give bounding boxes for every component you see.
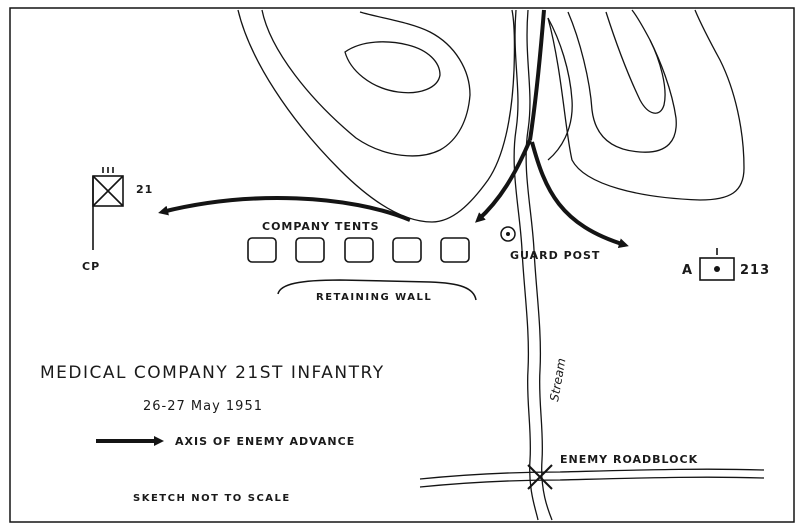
tent xyxy=(295,237,325,263)
roadblock-icon xyxy=(527,464,553,490)
stream-label: Stream xyxy=(547,357,568,402)
stream xyxy=(513,9,553,521)
legend-axis-label: AXIS OF ENEMY ADVANCE xyxy=(175,435,355,448)
cp-unit-label: 21 xyxy=(136,183,153,196)
tent xyxy=(247,237,277,263)
arrow-to-cp xyxy=(158,196,411,222)
cp-label: CP xyxy=(82,260,100,273)
unit-a-letter: A xyxy=(682,263,693,278)
hill-contours-left xyxy=(237,9,516,223)
unit-symbol-icon xyxy=(699,248,735,281)
tent xyxy=(392,237,422,263)
road xyxy=(419,468,765,488)
retaining-wall xyxy=(277,279,477,301)
arrow-to-tents xyxy=(475,139,532,223)
retaining-wall-label: RETAINING WALL xyxy=(316,292,432,303)
map-title: MEDICAL COMPANY 21ST INFANTRY xyxy=(40,363,385,383)
enemy-roadblock-label: ENEMY ROADBLOCK xyxy=(560,453,698,466)
guard-post-icon xyxy=(500,226,516,242)
company-tents xyxy=(247,237,470,263)
scale-note: SKETCH NOT TO SCALE xyxy=(133,493,291,504)
map-border xyxy=(9,7,795,523)
hq-flag-icon xyxy=(92,167,124,250)
tent xyxy=(440,237,470,263)
unit-a-number: 213 xyxy=(740,263,770,278)
arrow-to-unit-a xyxy=(530,141,629,249)
tent xyxy=(344,237,374,263)
enemy-advance-arrows xyxy=(158,9,629,249)
guard-post-label: GUARD POST xyxy=(510,249,600,262)
hill-contours-right xyxy=(547,9,745,201)
unit-symbol-dot xyxy=(714,266,720,272)
map-date: 26-27 May 1951 xyxy=(143,399,263,414)
legend: AXIS OF ENEMY ADVANCE xyxy=(96,435,355,448)
company-tents-label: COMPANY TENTS xyxy=(262,220,380,233)
